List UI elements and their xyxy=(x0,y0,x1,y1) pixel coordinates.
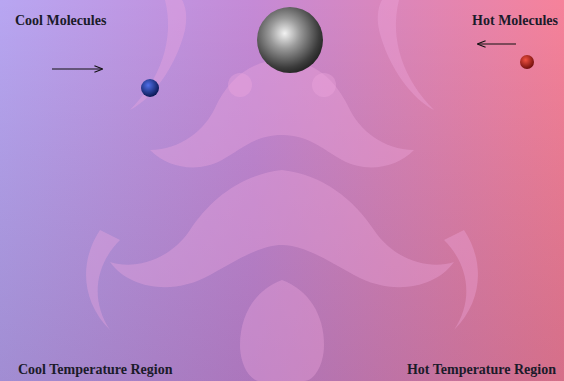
molecule-label: Hot Molecules xyxy=(472,13,558,29)
watermark-emblem xyxy=(86,0,478,381)
region-label: Cool Temperature Region xyxy=(18,362,173,378)
motion-arrow xyxy=(52,68,102,69)
cool-molecule xyxy=(141,79,159,97)
sphere xyxy=(257,7,323,73)
molecule-label: Cool Molecules xyxy=(15,13,106,29)
region-label: Hot Temperature Region xyxy=(407,362,556,378)
hot-molecule xyxy=(520,55,534,69)
motion-arrow xyxy=(478,43,516,44)
